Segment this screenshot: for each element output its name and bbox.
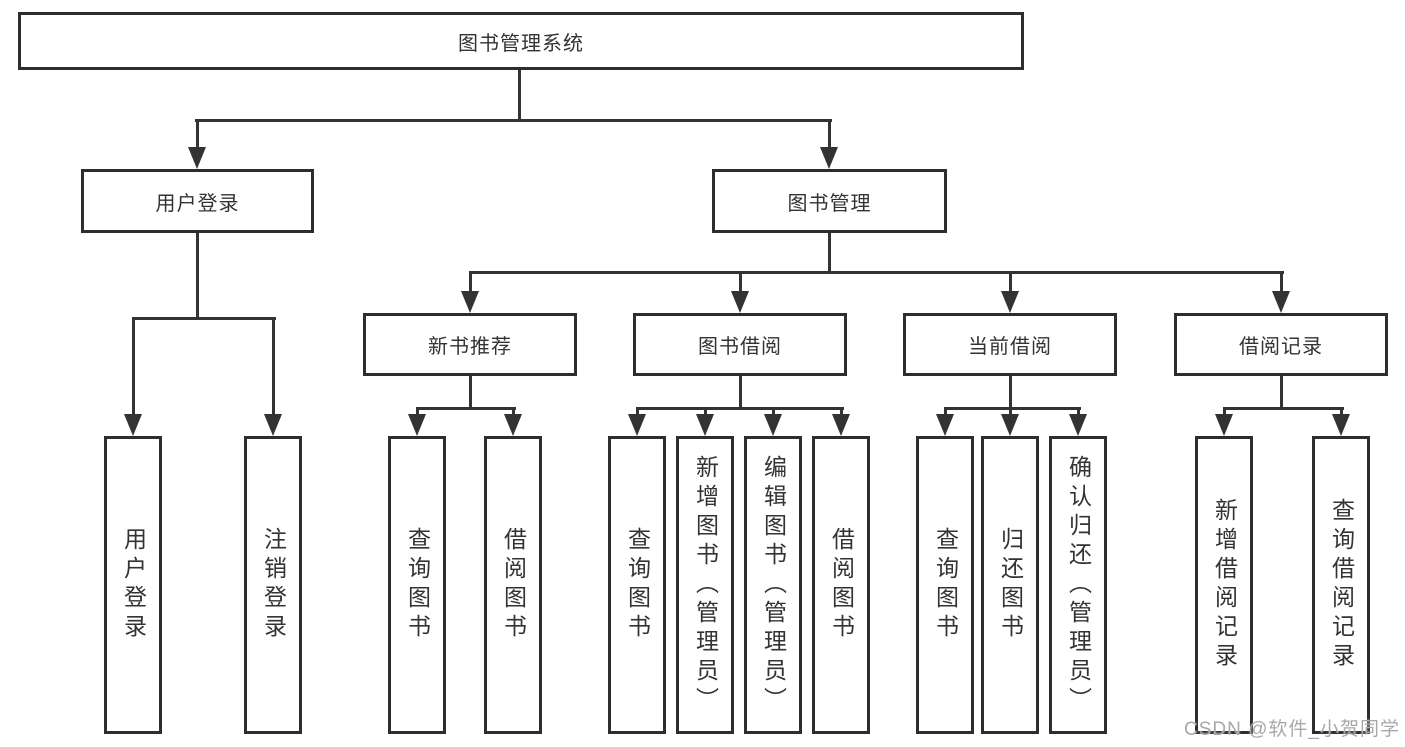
node-label: 新书推荐 [428, 336, 512, 358]
leaf-add-books-admin: 新增图书（管理员） [676, 436, 734, 734]
node-label: 图书借阅 [698, 336, 782, 358]
connector-line [828, 233, 831, 274]
connector-line [739, 376, 742, 410]
arrowhead-icon [504, 414, 522, 436]
connector-line [518, 70, 521, 122]
connector-line [828, 119, 831, 152]
leaf-query-borrow-record: 查询借阅记录 [1312, 436, 1370, 734]
connector-line [1280, 376, 1283, 410]
connector-line [1077, 407, 1080, 419]
connector-line [1223, 407, 1226, 419]
leaf-add-borrow-record: 新增借阅记录 [1195, 436, 1253, 734]
connector-line [1009, 376, 1012, 410]
leaf-label: 借阅图书 [500, 527, 527, 643]
leaf-label: 借阅图书 [828, 527, 855, 643]
node-label: 图书管理系统 [458, 32, 584, 55]
leaf-label: 用户登录 [120, 527, 147, 643]
connector-line [840, 407, 843, 419]
arrowhead-icon [731, 291, 749, 313]
node-label: 图书管理 [787, 192, 872, 215]
connector-line [1280, 271, 1283, 295]
leaf-query-books-current: 查询图书 [916, 436, 974, 734]
arrowhead-icon [764, 414, 782, 436]
node-book-manage: 图书管理 [712, 169, 947, 233]
connector-line [1009, 407, 1012, 419]
connector-line [1340, 407, 1343, 419]
leaf-borrow-books-recommend: 借阅图书 [484, 436, 542, 734]
connector-line [1223, 407, 1344, 410]
connector-line [512, 407, 515, 419]
leaf-edit-books-admin: 编辑图书（管理员） [744, 436, 802, 734]
arrowhead-icon [1069, 414, 1087, 436]
leaf-user-login: 用户登录 [104, 436, 162, 734]
connector-line [1009, 271, 1012, 295]
connector-line [739, 271, 742, 295]
node-new-book-recommend: 新书推荐 [363, 313, 577, 376]
arrowhead-icon [1001, 414, 1019, 436]
arrowhead-icon [832, 414, 850, 436]
arrowhead-icon [696, 414, 714, 436]
connector-line [469, 271, 1284, 274]
leaf-query-books-borrow: 查询图书 [608, 436, 666, 734]
arrowhead-icon [1001, 291, 1019, 313]
node-user-login: 用户登录 [81, 169, 314, 233]
connector-line [132, 317, 276, 320]
node-label: 借阅记录 [1239, 336, 1323, 358]
leaf-return-books: 归还图书 [981, 436, 1039, 734]
node-label: 当前借阅 [968, 336, 1052, 358]
arrowhead-icon [1215, 414, 1233, 436]
node-current-borrow: 当前借阅 [903, 313, 1117, 376]
leaf-label: 归还图书 [997, 527, 1024, 643]
arrowhead-icon [1332, 414, 1350, 436]
leaf-label: 新增图书（管理员） [692, 454, 719, 716]
connector-line [416, 407, 419, 419]
arrowhead-icon [408, 414, 426, 436]
arrowhead-icon [1272, 291, 1290, 313]
arrowhead-icon [461, 291, 479, 313]
leaf-confirm-return-admin: 确认归还（管理员） [1049, 436, 1107, 734]
connector-line [196, 119, 199, 152]
leaf-label: 注销登录 [260, 527, 287, 643]
leaf-label: 查询图书 [932, 527, 959, 643]
connector-line [772, 407, 775, 419]
connector-line [469, 376, 472, 410]
leaf-borrow-books: 借阅图书 [812, 436, 870, 734]
node-label: 用户登录 [155, 192, 240, 215]
arrowhead-icon [264, 414, 282, 436]
leaf-label: 新增借阅记录 [1211, 498, 1238, 672]
connector-line [636, 407, 639, 419]
arrowhead-icon [820, 147, 838, 169]
leaf-label: 确认归还（管理员） [1065, 454, 1092, 716]
node-borrow-records: 借阅记录 [1174, 313, 1388, 376]
leaf-label: 查询借阅记录 [1328, 498, 1355, 672]
connector-line [944, 407, 947, 419]
leaf-logout: 注销登录 [244, 436, 302, 734]
leaf-label: 编辑图书（管理员） [760, 454, 787, 716]
leaf-label: 查询图书 [404, 527, 431, 643]
connector-line [469, 271, 472, 295]
connector-line [196, 233, 199, 320]
connector-line [416, 407, 516, 410]
connector-line [272, 317, 275, 417]
arrowhead-icon [936, 414, 954, 436]
leaf-label: 查询图书 [624, 527, 651, 643]
connector-line [195, 119, 832, 122]
arrowhead-icon [124, 414, 142, 436]
leaf-query-books-recommend: 查询图书 [388, 436, 446, 734]
watermark: CSDN @软件_小贺同学 [1184, 719, 1400, 740]
connector-line [944, 407, 1081, 410]
node-library-system: 图书管理系统 [18, 12, 1024, 70]
connector-line [704, 407, 707, 419]
arrowhead-icon [188, 147, 206, 169]
arrowhead-icon [628, 414, 646, 436]
node-book-borrow: 图书借阅 [633, 313, 847, 376]
connector-line [132, 317, 135, 417]
connector-line [636, 407, 844, 410]
